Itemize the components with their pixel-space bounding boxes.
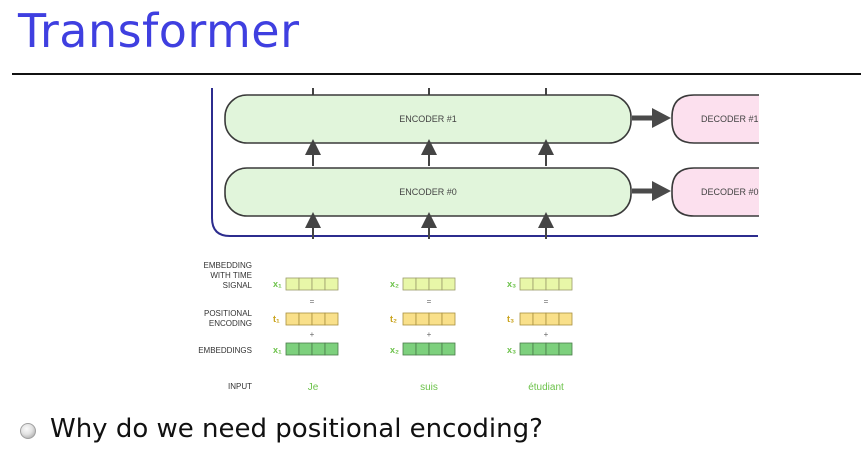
- vector-cell: [298, 277, 313, 291]
- vector-cell: [324, 277, 339, 291]
- vector-cell: [545, 312, 560, 326]
- vector-cell: [532, 277, 547, 291]
- vector-cell: [519, 312, 534, 326]
- decoder-0-label: DECODER #0: [701, 187, 759, 197]
- vector-cell: [298, 312, 313, 326]
- positional-t-label: t₁: [273, 314, 280, 324]
- decoder-1-block: [671, 94, 759, 144]
- vector-cell: [545, 342, 560, 356]
- time-signal-x-label: x₃: [507, 279, 516, 289]
- title-divider: [12, 73, 861, 75]
- embedding-x-label: x₁: [273, 345, 282, 355]
- vector-cell: [545, 277, 560, 291]
- decoder-0-block: [671, 167, 759, 217]
- plus-sign: +: [544, 330, 549, 339]
- vector-cell: [285, 277, 300, 291]
- slide-title: Transformer: [18, 4, 300, 58]
- plus-sign: +: [310, 330, 315, 339]
- embedding-vector: [519, 342, 573, 356]
- embedding-vector: [402, 342, 456, 356]
- vector-cell: [402, 277, 417, 291]
- equals-sign: =: [427, 297, 432, 306]
- vector-cell: [532, 342, 547, 356]
- time-signal-vector: [519, 277, 573, 291]
- row-label-positional-encoding-line1: POSITIONAL: [204, 309, 253, 318]
- vector-cell: [428, 312, 443, 326]
- vector-cell: [519, 277, 534, 291]
- row-label-input: INPUT: [228, 382, 252, 391]
- plus-sign: +: [427, 330, 432, 339]
- vector-cell: [324, 312, 339, 326]
- input-word: suis: [420, 382, 438, 393]
- time-signal-vector: [285, 277, 339, 291]
- vector-cell: [311, 312, 326, 326]
- encoder-1-to-decoder-arrowhead: [652, 108, 671, 128]
- encoder-1-label: ENCODER #1: [399, 114, 457, 124]
- vector-cell: [532, 312, 547, 326]
- vector-cell: [311, 277, 326, 291]
- vector-cell: [415, 312, 430, 326]
- vector-cell: [441, 277, 456, 291]
- row-label-embedding-time-signal-line2: WITH TIME: [210, 271, 252, 280]
- positional-t-label: t₃: [507, 314, 514, 324]
- time-signal-x-label: x₁: [273, 279, 282, 289]
- input-word: Je: [308, 382, 319, 393]
- token-column-3: x₃ = t₃ + x₃ étudiant: [507, 277, 573, 393]
- row-label-embeddings: EMBEDDINGS: [198, 346, 252, 355]
- input-word: étudiant: [528, 382, 564, 393]
- encoder-0-label: ENCODER #0: [399, 187, 457, 197]
- positional-vector: [519, 312, 573, 326]
- row-label-embedding-time-signal-line1: EMBEDDING: [204, 261, 252, 270]
- bullet-text: Why do we need positional encoding?: [50, 414, 543, 444]
- vector-cell: [415, 342, 430, 356]
- positional-vector: [402, 312, 456, 326]
- vector-cell: [428, 342, 443, 356]
- vector-cell: [324, 342, 339, 356]
- vector-cell: [311, 342, 326, 356]
- time-signal-x-label: x₂: [390, 279, 399, 289]
- equals-sign: =: [544, 297, 549, 306]
- token-column-1: x₁ = t₁ + x₁ Je: [273, 277, 339, 393]
- vector-cell: [441, 342, 456, 356]
- vector-cell: [519, 342, 534, 356]
- time-signal-vector: [402, 277, 456, 291]
- vector-cell: [285, 312, 300, 326]
- vector-cell: [441, 312, 456, 326]
- vector-cell: [558, 277, 573, 291]
- bullet-icon: [20, 423, 36, 439]
- vector-cell: [298, 342, 313, 356]
- positional-vector: [285, 312, 339, 326]
- vector-cell: [558, 312, 573, 326]
- vector-cell: [415, 277, 430, 291]
- embedding-x-label: x₃: [507, 345, 516, 355]
- embedding-vector: [285, 342, 339, 356]
- decoder-1-label: DECODER #1: [701, 114, 759, 124]
- positional-t-label: t₂: [390, 314, 397, 324]
- token-column-2: x₂ = t₂ + x₂ suis: [390, 277, 456, 393]
- vector-cell: [428, 277, 443, 291]
- vector-cell: [402, 342, 417, 356]
- equals-sign: =: [310, 297, 315, 306]
- vector-cell: [285, 342, 300, 356]
- vector-cell: [558, 342, 573, 356]
- embedding-x-label: x₂: [390, 345, 399, 355]
- encoder-stack-frame: [211, 88, 758, 237]
- row-label-embedding-time-signal-line3: SIGNAL: [223, 281, 253, 290]
- vector-cell: [402, 312, 417, 326]
- encoder-0-to-decoder-arrowhead: [652, 181, 671, 201]
- row-label-positional-encoding-line2: ENCODING: [209, 319, 252, 328]
